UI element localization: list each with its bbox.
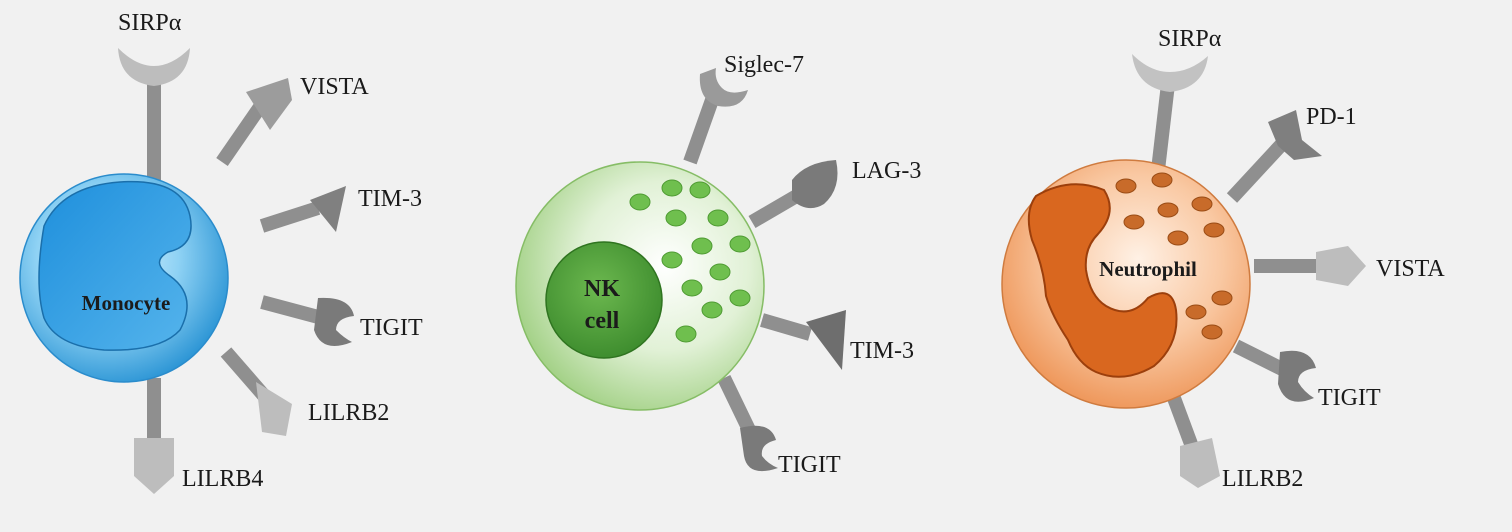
neutrophil-group: Neutrophil SIRPα PD-1 VISTA TIGIT LILRB2 — [1001, 26, 1445, 492]
monocyte-receptor-lilrb4 — [134, 378, 174, 494]
neutrophil-label: Neutrophil — [1099, 257, 1197, 281]
nk-granules — [629, 179, 751, 343]
neutrophil-nucleus — [1027, 183, 1178, 378]
neutrophil-receptor-pd1 — [1226, 110, 1322, 203]
nk-siglec7-label: Siglec-7 — [724, 52, 804, 78]
monocyte-group: Monocyte SIRPα VISTA TIM-3 TIGIT LILRB2 … — [19, 10, 423, 494]
monocyte-receptor-lilrb2 — [220, 347, 292, 436]
monocyte-lilrb4-label: LILRB4 — [182, 466, 263, 492]
neutrophil-receptor-sirpa — [1132, 54, 1208, 171]
neutrophil-tigit-label: TIGIT — [1318, 385, 1381, 411]
nk-receptor-siglec7 — [683, 68, 748, 165]
nk-receptor-tigit — [717, 374, 778, 472]
monocyte-receptor-vista — [216, 78, 292, 166]
nk-nucleus — [545, 241, 663, 359]
nk-lag3-label: LAG-3 — [852, 158, 921, 184]
nk-cell-group: NK cell Siglec-7 LAG-3 TIM-3 TIGIT — [515, 52, 921, 478]
neutrophil-lilrb2-label: LILRB2 — [1222, 466, 1303, 492]
monocyte-tim3-label: TIM-3 — [358, 186, 422, 212]
nk-tigit-label: TIGIT — [778, 452, 841, 478]
monocyte-receptor-tim3 — [259, 186, 346, 233]
monocyte-tigit-label: TIGIT — [360, 315, 423, 341]
neutrophil-sirpa-label: SIRPα — [1158, 26, 1222, 52]
monocyte-vista-label: VISTA — [300, 74, 369, 100]
monocyte-sirpa-label: SIRPα — [118, 10, 182, 36]
neutrophil-receptor-vista — [1254, 246, 1366, 286]
neutrophil-vista-label: VISTA — [1376, 256, 1445, 282]
nk-receptor-lag3 — [748, 160, 838, 229]
neutrophil-granules — [1115, 172, 1233, 340]
monocyte-nucleus — [38, 180, 192, 351]
nk-tim3-label: TIM-3 — [850, 338, 914, 364]
nk-receptor-tim3 — [760, 310, 846, 370]
monocyte-lilrb2-label: LILRB2 — [308, 400, 389, 426]
nk-label-line1: NK — [584, 276, 620, 302]
monocyte-label: Monocyte — [82, 291, 171, 315]
nk-label-line2: cell — [585, 308, 620, 334]
monocyte-receptor-sirpa — [118, 48, 190, 190]
neutrophil-receptor-tigit — [1232, 339, 1316, 402]
neutrophil-pd1-label: PD-1 — [1306, 104, 1357, 130]
monocyte-receptor-tigit — [260, 295, 354, 346]
